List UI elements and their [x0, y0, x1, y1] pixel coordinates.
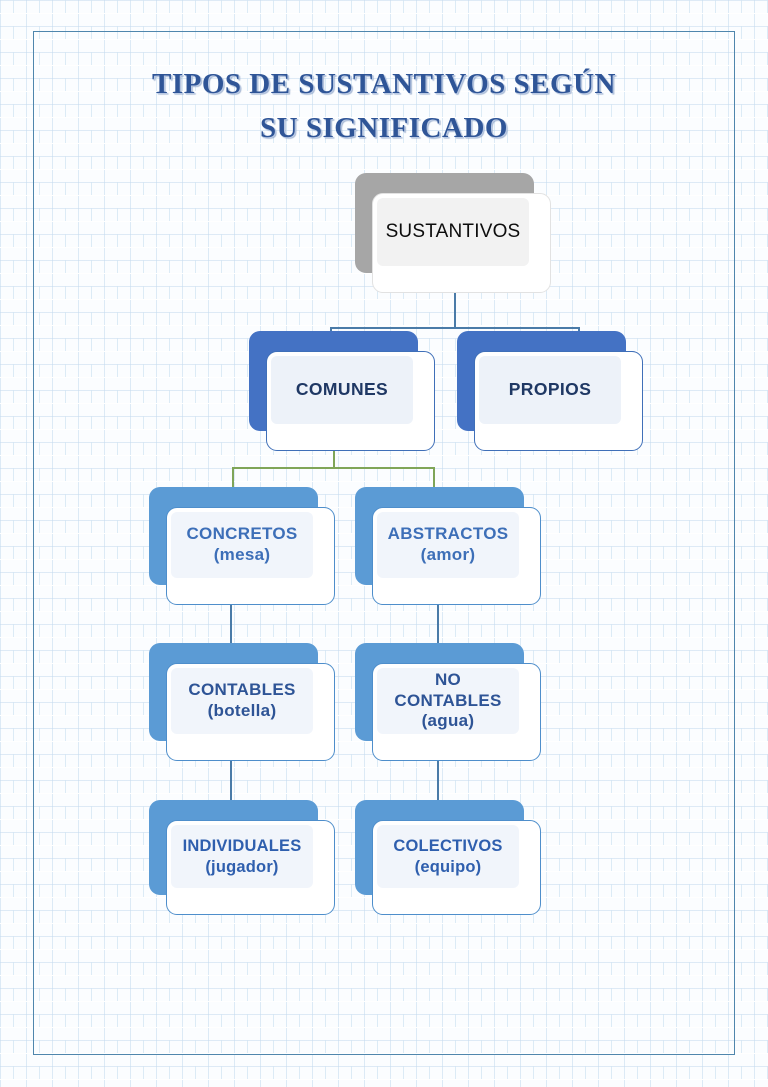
node-inner-panel: CONTABLES (botella)	[171, 668, 313, 734]
node-inner-panel: ABSTRACTOS (amor)	[377, 512, 519, 578]
page-title: TIPOS DE SUSTANTIVOS SEGÚN SU SIGNIFICAD…	[0, 62, 768, 150]
node-inner-panel: COMUNES	[271, 356, 413, 424]
node-no-contables[interactable]: NO CONTABLES (agua)	[355, 643, 541, 761]
node-sustantivos[interactable]: SUSTANTIVOS	[355, 173, 551, 293]
node-inner-panel: CONCRETOS (mesa)	[171, 512, 313, 578]
node-label: CONTABLES (botella)	[188, 680, 296, 720]
node-inner-panel: COLECTIVOS (equipo)	[377, 825, 519, 888]
connector-no-contables-to-colectivos	[437, 760, 439, 804]
node-propios[interactable]: PROPIOS	[457, 331, 643, 451]
node-colectivos[interactable]: COLECTIVOS (equipo)	[355, 800, 541, 915]
node-individuales[interactable]: INDIVIDUALES (jugador)	[149, 800, 335, 915]
node-inner-panel: PROPIOS	[479, 356, 621, 424]
node-abstractos[interactable]: ABSTRACTOS (amor)	[355, 487, 541, 605]
connector-abstractos-to-no-contables	[437, 604, 439, 648]
connector-sustantivos-stem	[454, 290, 456, 328]
node-inner-panel: NO CONTABLES (agua)	[377, 668, 519, 734]
node-label: PROPIOS	[508, 379, 592, 400]
connector-level1-bar	[330, 327, 580, 329]
connector-to-abstractos	[433, 467, 435, 489]
node-concretos[interactable]: CONCRETOS (mesa)	[149, 487, 335, 605]
node-label: NO CONTABLES (agua)	[394, 669, 502, 731]
connector-contables-to-individuales	[230, 760, 232, 804]
connector-concretos-to-contables	[230, 604, 232, 648]
page-title-line-1: TIPOS DE SUSTANTIVOS SEGÚN	[152, 68, 616, 100]
node-label: ABSTRACTOS (amor)	[387, 524, 509, 564]
node-contables[interactable]: CONTABLES (botella)	[149, 643, 335, 761]
node-label: COMUNES	[295, 379, 389, 400]
connector-comunes-stem	[333, 450, 335, 468]
node-inner-panel: INDIVIDUALES (jugador)	[171, 825, 313, 888]
node-label: INDIVIDUALES (jugador)	[182, 837, 302, 876]
node-label: CONCRETOS (mesa)	[186, 524, 298, 564]
node-label: SUSTANTIVOS	[385, 221, 521, 243]
node-comunes[interactable]: COMUNES	[249, 331, 435, 451]
node-inner-panel: SUSTANTIVOS	[377, 198, 529, 266]
page-title-line-2: SU SIGNIFICADO	[260, 112, 508, 144]
connector-to-concretos	[232, 467, 234, 489]
node-label: COLECTIVOS (equipo)	[393, 837, 503, 876]
connector-level2-bar	[232, 467, 434, 469]
